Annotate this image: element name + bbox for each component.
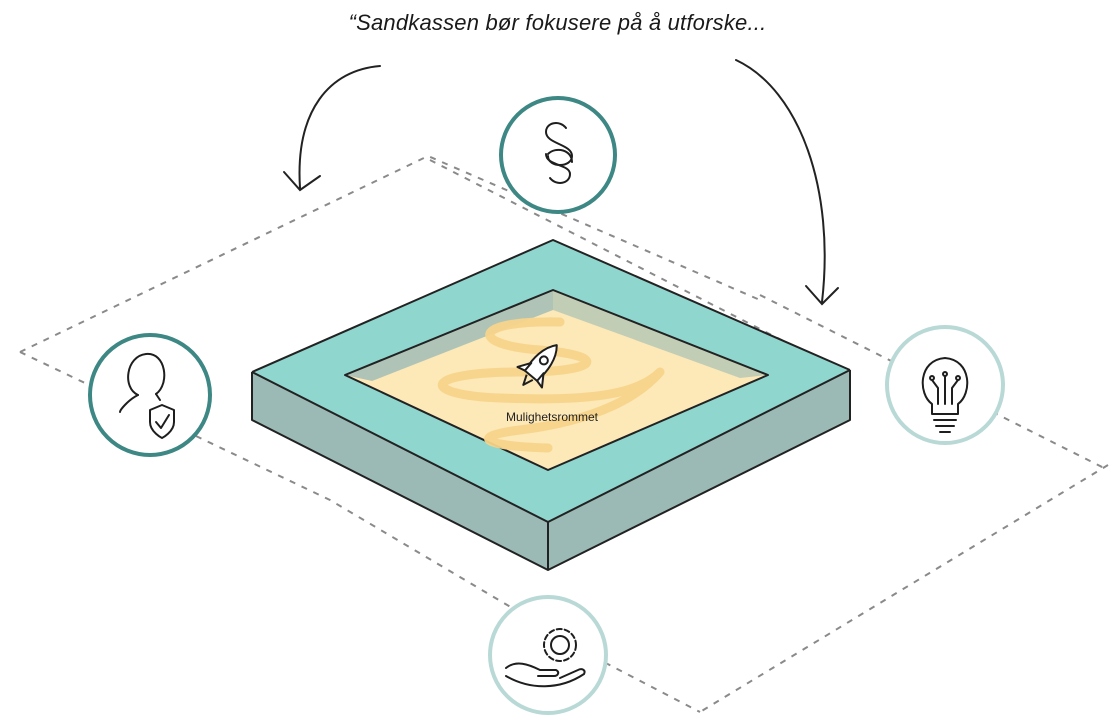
lightbulb-icon-circle	[885, 325, 1005, 445]
sandbox-box	[251, 239, 851, 571]
right-curved-arrow	[735, 59, 839, 306]
hand-gear-icon	[505, 628, 586, 688]
center-label: Mulighetsrommet	[505, 410, 599, 424]
lightbulb-icon	[921, 357, 969, 433]
paragraph-icon	[544, 122, 574, 184]
person-shield-icon	[119, 352, 175, 439]
rocket-icon	[516, 344, 558, 389]
left-curved-arrow	[283, 65, 381, 192]
quote-text: “Sandkassen bør fokusere på å utforske..…	[348, 10, 767, 35]
sand-scribble	[437, 317, 665, 453]
paragraph-icon-circle	[499, 96, 617, 214]
person-shield-icon-circle	[88, 333, 212, 457]
hand-gear-icon-circle	[488, 595, 608, 715]
